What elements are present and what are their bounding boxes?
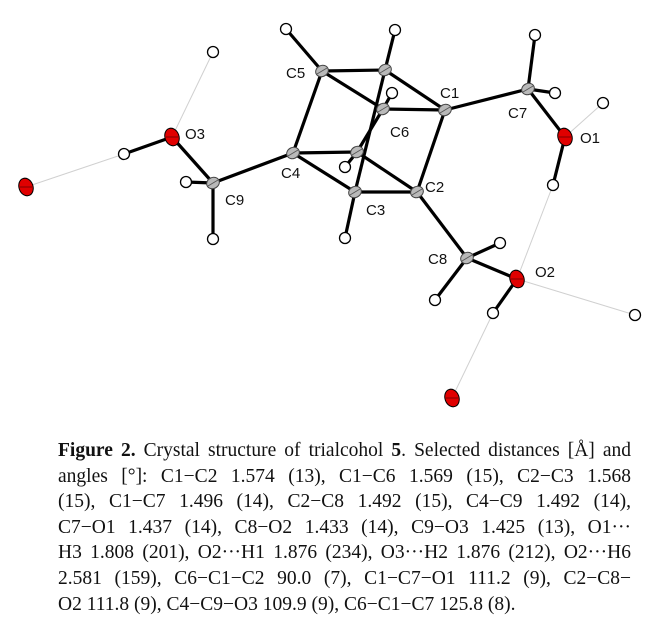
hydrogen-atom bbox=[493, 236, 507, 250]
atom-label-c2: C2 bbox=[425, 179, 444, 196]
caption-title: Crystal structure of trialcohol bbox=[135, 440, 392, 461]
atom-label-o1: O1 bbox=[580, 130, 600, 147]
hydrogen-atom bbox=[338, 231, 352, 245]
hydrogen-atom bbox=[486, 306, 500, 320]
carbon-ellipsoid-axis bbox=[461, 254, 473, 262]
carbon-ellipsoid-axis bbox=[439, 106, 451, 114]
atom-label-c9: C9 bbox=[225, 192, 244, 209]
covalent-bond bbox=[355, 108, 385, 153]
carbon-ellipsoid-axis bbox=[379, 66, 391, 74]
caption-line-2: angles [°]: C1−C2 1.574 (13), C1−C6 1.56… bbox=[58, 465, 631, 487]
covalent-bond bbox=[321, 68, 386, 73]
covalent-bond bbox=[321, 69, 384, 111]
atom-label-c3: C3 bbox=[366, 202, 385, 219]
covalent-bond bbox=[433, 257, 469, 301]
hydrogen-bond-line bbox=[171, 51, 214, 138]
hydrogen-atom bbox=[279, 22, 293, 36]
carbon-ellipsoid-axis bbox=[377, 105, 389, 113]
caption-line-4: C7−O1 1.437 (14), C8−O2 1.433 (14), C9−O… bbox=[58, 516, 631, 538]
covalent-bond bbox=[415, 109, 447, 193]
covalent-bond bbox=[382, 107, 446, 112]
carbon-ellipsoid-axis bbox=[522, 85, 534, 93]
covalent-bond bbox=[343, 191, 357, 239]
covalent-bond bbox=[212, 151, 294, 185]
covalent-bond bbox=[526, 88, 567, 138]
covalent-bond bbox=[123, 135, 173, 156]
covalent-bond bbox=[284, 27, 324, 73]
caption-line-6: 2.581 (159), C6−C1−C2 90.0 (7), C1−C7−O1… bbox=[58, 567, 631, 589]
hydrogen-atom bbox=[385, 86, 399, 100]
caption-line-7: O2 111.8 (9), C4−C9−O3 109.9 (9), C6−C1−… bbox=[58, 593, 516, 615]
figure-label: Figure 2. bbox=[58, 440, 136, 461]
hydrogen-atom bbox=[548, 86, 562, 100]
covalent-bond bbox=[444, 87, 529, 112]
covalent-bond bbox=[292, 151, 356, 194]
hydrogen-bond-line bbox=[451, 312, 494, 399]
atom-label-c6: C6 bbox=[390, 124, 409, 141]
covalent-bond bbox=[291, 70, 324, 154]
carbon-ellipsoid-axis bbox=[207, 179, 219, 187]
atom-label-o2: O2 bbox=[535, 264, 555, 281]
atom-label-c4: C4 bbox=[281, 165, 300, 182]
hydrogen-atom bbox=[179, 175, 193, 189]
caption-title-end: . Selected distances [Å] and bbox=[401, 440, 631, 461]
carbon-ellipsoid-axis bbox=[411, 188, 423, 196]
hydrogen-atom bbox=[628, 308, 642, 322]
hydrogen-atom bbox=[596, 96, 610, 110]
hydrogen-bond-line bbox=[516, 184, 554, 280]
hydrogen-atom bbox=[206, 232, 220, 246]
caption-line-1: Figure 2. Crystal structure of trialcoho… bbox=[58, 438, 631, 464]
hydrogen-atom bbox=[528, 28, 542, 42]
figure-caption: Figure 2. Crystal structure of trialcoho… bbox=[58, 438, 631, 617]
caption-line-5: H3 1.808 (201), O2···H1 1.876 (234), O3·… bbox=[58, 542, 631, 564]
hydrogen-atom bbox=[388, 23, 402, 37]
hydrogen-bond-line bbox=[516, 278, 636, 316]
carbon-ellipsoid-axis bbox=[349, 188, 361, 196]
atom-label-c8: C8 bbox=[428, 251, 447, 268]
hydrogen-bond-line bbox=[25, 153, 125, 188]
hydrogen-atom bbox=[428, 293, 442, 307]
hydrogen-atom bbox=[206, 45, 220, 59]
hydrogen-atom bbox=[338, 160, 352, 174]
carbon-ellipsoid-axis bbox=[287, 149, 299, 157]
caption-line-3: (15), C1−C7 1.496 (14), C2−C8 1.492 (15)… bbox=[58, 491, 631, 513]
atom-label-o3: O3 bbox=[185, 126, 205, 143]
hydrogen-bond-line bbox=[564, 102, 604, 138]
covalent-bond bbox=[170, 135, 215, 185]
atom-label-c5: C5 bbox=[286, 65, 305, 82]
covalent-bond bbox=[466, 256, 518, 281]
compound-number: 5 bbox=[391, 440, 402, 461]
covalent-bond bbox=[292, 150, 358, 155]
hydrogen-atom bbox=[117, 147, 131, 161]
carbon-ellipsoid-axis bbox=[351, 148, 363, 156]
carbon-ellipsoid-axis bbox=[316, 67, 328, 75]
covalent-bond bbox=[415, 191, 469, 259]
atom-label-c1: C1 bbox=[440, 85, 459, 102]
covalent-bond bbox=[526, 34, 537, 90]
atom-label-c7: C7 bbox=[508, 105, 527, 122]
covalent-bond bbox=[384, 68, 446, 112]
covalent-bond bbox=[383, 29, 397, 71]
covalent-bond bbox=[356, 150, 418, 194]
hydrogen-atom bbox=[546, 178, 560, 192]
